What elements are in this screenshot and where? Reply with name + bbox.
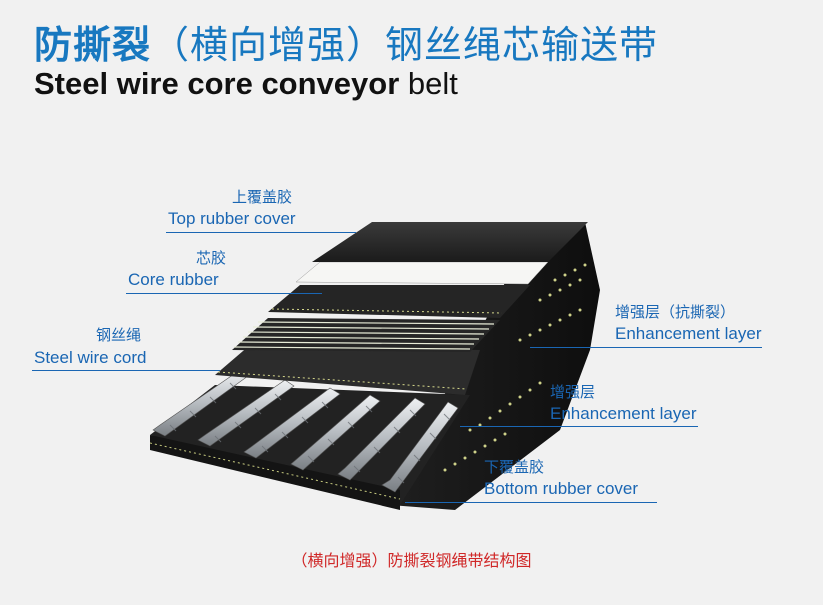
label-top-rubber-cover-en: Top rubber cover xyxy=(168,209,296,228)
bottom-rubber-cover-front xyxy=(150,435,400,510)
label-steel-wire-cord-en: Steel wire cord xyxy=(34,348,147,367)
title-chinese-rest: （横向增强）钢丝绳芯输送带 xyxy=(151,23,659,67)
steel-cord xyxy=(197,379,295,447)
bottom-rubber-cover-layer xyxy=(150,385,470,505)
label-core-rubber-cn: 芯胶 xyxy=(196,249,227,267)
label-bottom-rubber-cover-en: Bottom rubber cover xyxy=(484,479,639,498)
leader-line-bottom-rubber-cover xyxy=(405,502,657,503)
title-english: Steel wire core conveyor belt xyxy=(34,66,458,102)
leader-line-top-rubber-cover xyxy=(166,232,356,233)
label-core-rubber-en: Core rubber xyxy=(128,270,219,289)
enhancement-layer-upper xyxy=(268,285,530,318)
leader-line-core-rubber xyxy=(126,293,322,294)
title-chinese-bold: 防撕裂 xyxy=(34,23,152,67)
title-english-bold: Steel wire core conveyor xyxy=(34,66,400,101)
steel-cord xyxy=(290,394,381,471)
leader-line-steel-wire-cord xyxy=(32,370,220,371)
title-english-light: belt xyxy=(407,66,458,101)
steel-cord xyxy=(243,387,341,459)
label-enhancement-layer-tear-cn: 增强层（抗撕裂） xyxy=(615,303,736,321)
label-enhancement-layer-cn: 增强层 xyxy=(550,383,596,401)
steel-cord xyxy=(337,397,426,481)
core-rubber-sheets xyxy=(232,318,500,352)
title-chinese: 防撕裂（横向增强）钢丝绳芯输送带 xyxy=(34,14,658,69)
steel-wire-cords xyxy=(152,369,459,493)
enhancement-layer-lower xyxy=(215,345,480,395)
steel-cord xyxy=(381,401,459,493)
label-bottom-rubber-cover-cn: 下覆盖胶 xyxy=(484,458,545,476)
label-top-rubber-cover-cn: 上覆盖胶 xyxy=(232,188,293,206)
leader-line-enhancement-layer-tear xyxy=(530,347,762,348)
label-enhancement-layer-en: Enhancement layer xyxy=(550,404,697,423)
diagram-caption: （横向增强）防撕裂钢绳带结构图 xyxy=(291,551,532,570)
leader-line-enhancement-layer xyxy=(460,426,698,427)
side-enhancement-dots xyxy=(443,263,587,472)
label-enhancement-layer-tear-en: Enhancement layer xyxy=(615,324,762,343)
top-rubber-cover-layer xyxy=(312,222,588,262)
core-rubber-strip xyxy=(295,261,549,285)
label-steel-wire-cord-cn: 钢丝绳 xyxy=(96,326,142,344)
